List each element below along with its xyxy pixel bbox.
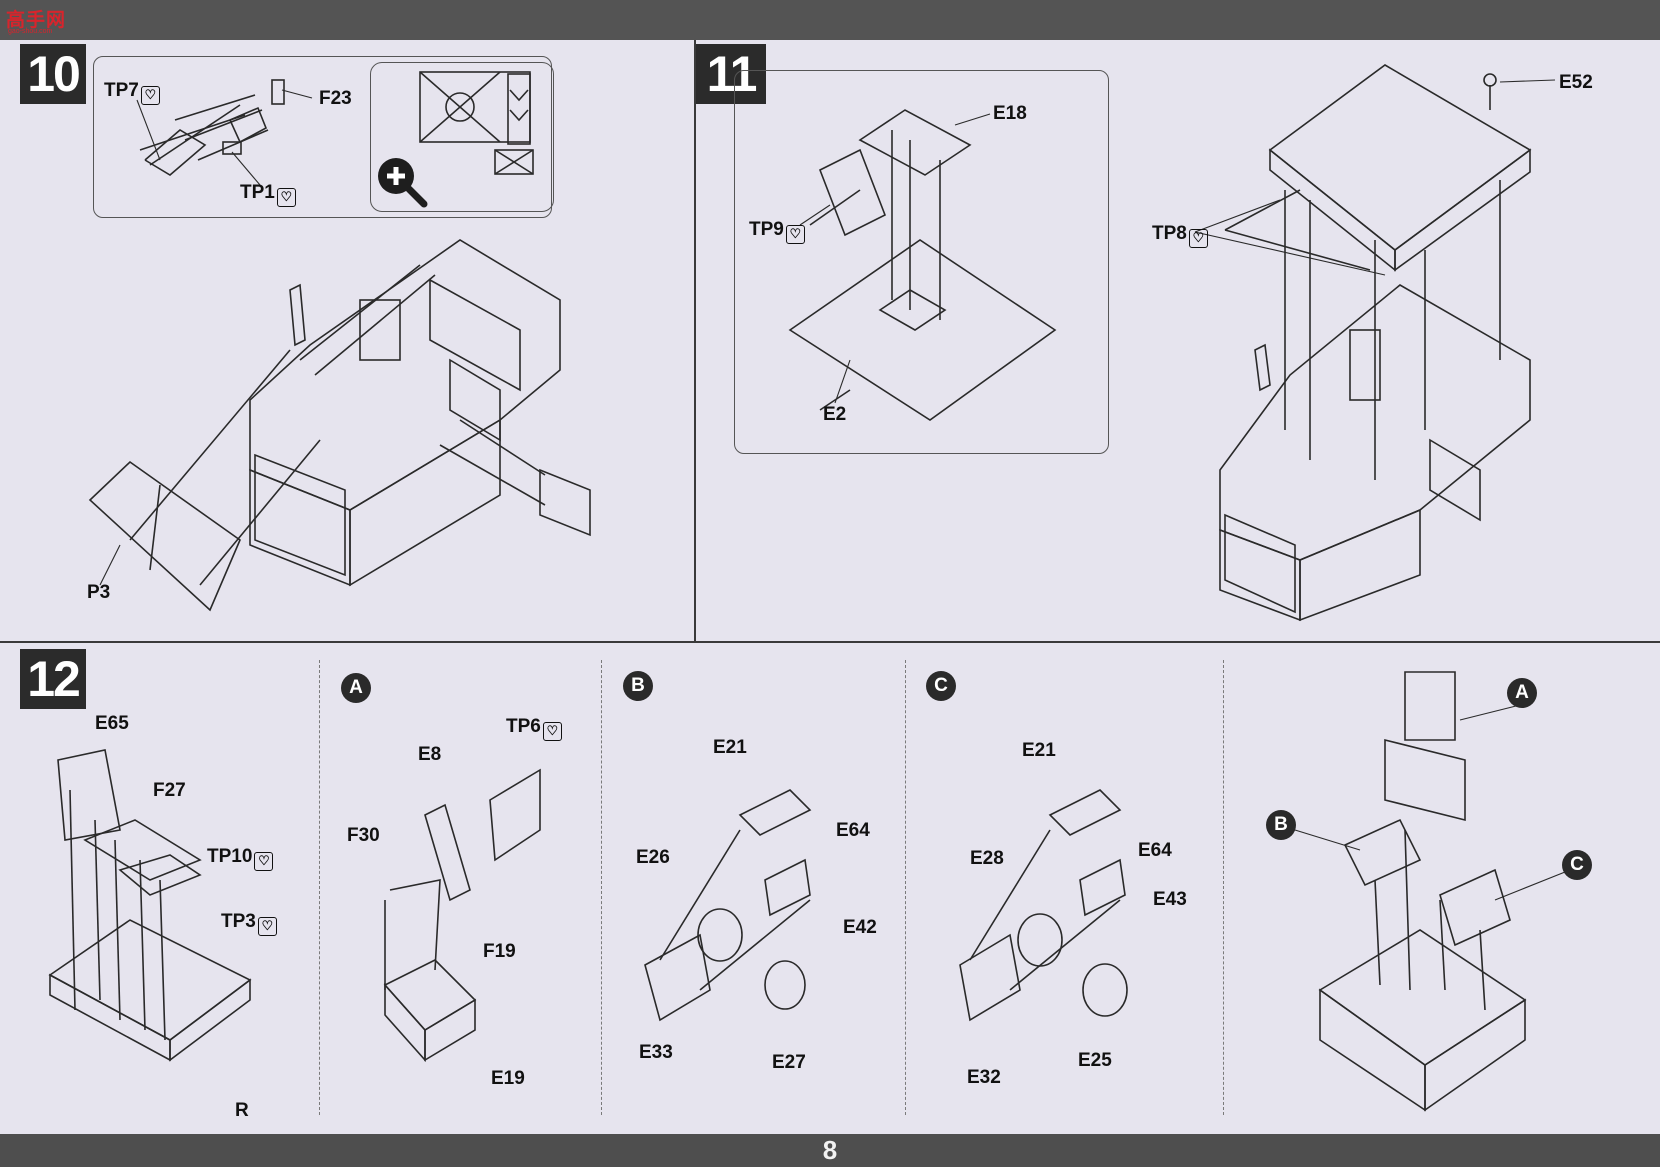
marker-final-a: A [1507, 678, 1537, 708]
step12-b-drawing [644, 789, 812, 1022]
divider-dashed-1 [319, 660, 320, 1115]
page-number: 8 [822, 1135, 838, 1165]
bottom-bar [0, 1134, 1660, 1167]
marker-final-b: B [1266, 810, 1296, 840]
broken-heart-icon: ♡ [785, 225, 805, 244]
label-f23: F23 [319, 88, 352, 109]
site-logo: 高手网 gao-shou.com [6, 5, 70, 35]
label-tp8: TP8♡ [1152, 223, 1208, 248]
label-e21-c: E21 [1022, 740, 1056, 761]
label-tp3: TP3♡ [221, 911, 277, 936]
divider-horizontal [0, 641, 1660, 643]
step10-inset-sketch [419, 71, 534, 175]
step11-cab-drawing [1219, 64, 1532, 622]
label-f27: F27 [153, 780, 186, 801]
step10-cab-drawing [88, 239, 591, 612]
label-e32: E32 [967, 1067, 1001, 1088]
broken-heart-icon: ♡ [257, 917, 277, 936]
label-tp9: TP9♡ [749, 219, 805, 244]
label-e18: E18 [993, 103, 1027, 124]
label-e52: E52 [1559, 72, 1593, 93]
step-number-10: 10 [20, 44, 86, 104]
top-bar [0, 0, 1660, 40]
magnifier-plus-icon [378, 158, 428, 208]
label-f30: F30 [347, 825, 380, 846]
step-number-12: 12 [20, 649, 86, 709]
divider-dashed-2 [601, 660, 602, 1115]
label-e42: E42 [843, 917, 877, 938]
broken-heart-icon: ♡ [1188, 229, 1208, 248]
label-e27: E27 [772, 1052, 806, 1073]
divider-dashed-3 [905, 660, 906, 1115]
label-tp6: TP6♡ [506, 716, 562, 741]
step10-zoom-inset [370, 62, 554, 212]
label-e64-c: E64 [1138, 840, 1172, 861]
label-r: R [235, 1100, 249, 1121]
broken-heart-icon: ♡ [542, 722, 562, 741]
step12-c-drawing [959, 789, 1128, 1022]
label-tp10: TP10♡ [207, 846, 274, 871]
divider-dashed-4 [1223, 660, 1224, 1115]
step10-wiper-parts [139, 79, 285, 176]
marker-c: C [926, 671, 956, 701]
label-e64-b: E64 [836, 820, 870, 841]
step12-a-drawing [383, 768, 541, 1063]
label-f19: F19 [483, 941, 516, 962]
label-p3: P3 [87, 582, 111, 603]
marker-final-c: C [1562, 850, 1592, 880]
label-e26: E26 [636, 847, 670, 868]
divider-vertical [694, 40, 696, 642]
step11-floor-inset [734, 70, 1109, 454]
logo-text: 高手网 [6, 9, 67, 31]
label-e25: E25 [1078, 1050, 1112, 1071]
broken-heart-icon: ♡ [140, 86, 160, 105]
label-e8: E8 [418, 744, 442, 765]
label-tp7: TP7♡ [104, 80, 160, 105]
label-e19: E19 [491, 1068, 525, 1089]
step11-floor-parts [788, 109, 1057, 421]
step12-final-drawing [1318, 671, 1527, 1112]
step10-detail-panel [93, 56, 552, 218]
marker-b: B [623, 671, 653, 701]
label-e43: E43 [1153, 889, 1187, 910]
label-e28: E28 [970, 848, 1004, 869]
broken-heart-icon: ♡ [276, 188, 296, 207]
label-e65: E65 [95, 713, 129, 734]
label-tp1: TP1♡ [240, 182, 296, 207]
logo-url: gao-shou.com [8, 28, 53, 35]
label-e2: E2 [823, 404, 847, 425]
label-e33: E33 [639, 1042, 673, 1063]
marker-a: A [341, 673, 371, 703]
step12-base-drawing [48, 749, 252, 1062]
step-number-11: 11 [696, 44, 766, 104]
label-e21-b: E21 [713, 737, 747, 758]
broken-heart-icon: ♡ [254, 852, 274, 871]
